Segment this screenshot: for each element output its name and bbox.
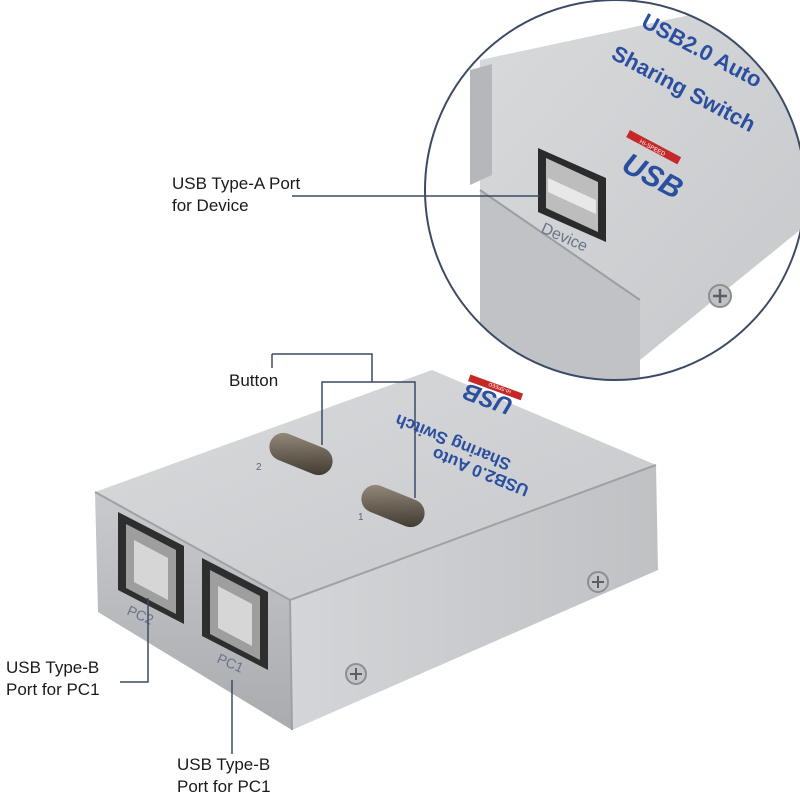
usb-sharing-switch: PC2 PC1 2 1 HI-SPEED USB Sharing Switch … <box>94 370 658 731</box>
callout-bottom-type-b-port: USB Type-B Port for PC1 <box>177 755 271 796</box>
screw-icon <box>345 663 367 685</box>
button-2-mark: 2 <box>256 462 262 473</box>
callout-left-type-b-port: USB Type-B Port for PC1 <box>6 658 100 699</box>
screw-icon <box>587 571 609 593</box>
usb-type-b-port-pc2 <box>118 512 184 624</box>
callout-lines <box>120 195 540 754</box>
button-1-mark: 1 <box>358 512 364 523</box>
button-1 <box>361 484 425 528</box>
button-2 <box>269 432 333 476</box>
usb-type-a-port <box>538 148 606 242</box>
callout-button: Button <box>229 371 279 390</box>
usb-type-b-port-pc1 <box>202 558 268 670</box>
zoom-screw <box>708 284 732 308</box>
callout-type-a-port: USB Type-A Port for Device <box>172 174 301 215</box>
zoom-inset: Device HI-SPEED USB USB2.0 Auto Sharing … <box>424 0 800 381</box>
